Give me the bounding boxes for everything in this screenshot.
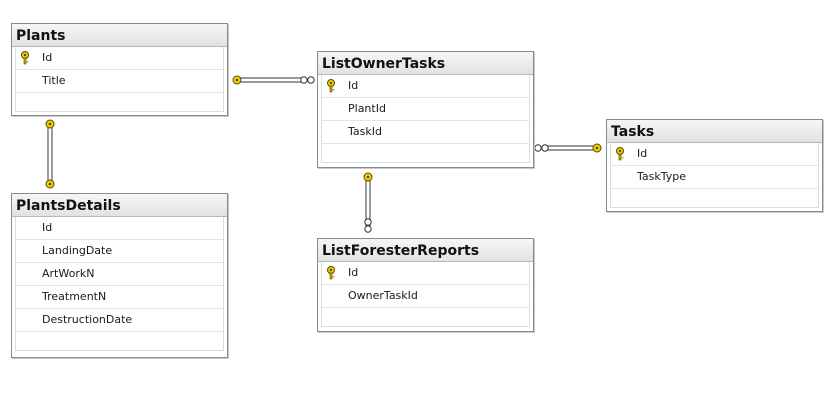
- column-row[interactable]: Id: [16, 217, 223, 240]
- column-list: Id TaskType: [610, 143, 819, 208]
- column-name: Id: [42, 51, 53, 64]
- column-name: LandingDate: [42, 244, 113, 257]
- column-name: OwnerTaskId: [348, 289, 418, 302]
- relationship-plants-plantsdetails[interactable]: [45, 119, 55, 189]
- column-name: DestructionDate: [42, 313, 133, 326]
- table-listownertasks[interactable]: ListOwnerTasks Id PlantId TaskId: [317, 51, 534, 168]
- table-footer: [16, 93, 223, 111]
- table-header: Tasks: [607, 120, 822, 143]
- table-header: Plants: [12, 24, 227, 47]
- column-row[interactable]: TreatmentN: [16, 286, 223, 309]
- column-name: Id: [348, 266, 359, 279]
- column-row[interactable]: Id: [611, 143, 818, 166]
- key-icon: [327, 79, 335, 93]
- table-footer: [16, 332, 223, 350]
- table-header: PlantsDetails: [12, 194, 227, 217]
- column-row[interactable]: Id: [322, 262, 529, 285]
- column-row[interactable]: Id: [16, 47, 223, 70]
- column-row[interactable]: PlantId: [322, 98, 529, 121]
- column-row[interactable]: DestructionDate: [16, 309, 223, 332]
- column-list: Id PlantId TaskId: [321, 75, 530, 163]
- column-row[interactable]: Title: [16, 70, 223, 93]
- key-icon: [21, 51, 29, 65]
- table-footer: [322, 144, 529, 162]
- relationship-tasks-listownertasks[interactable]: [534, 143, 602, 153]
- column-name: TaskType: [637, 170, 687, 183]
- table-title: Tasks: [611, 124, 655, 140]
- table-plantsdetails[interactable]: PlantsDetails Id LandingDate ArtWorkN Tr…: [11, 193, 228, 358]
- column-name: ArtWorkN: [42, 267, 95, 280]
- key-icon: [327, 266, 335, 280]
- column-name: Title: [42, 74, 66, 87]
- column-list: Id OwnerTaskId: [321, 262, 530, 327]
- column-row[interactable]: LandingDate: [16, 240, 223, 263]
- table-title: PlantsDetails: [16, 198, 121, 214]
- column-name: TreatmentN: [42, 290, 107, 303]
- column-name: Id: [637, 147, 648, 160]
- relationship-listownertasks-listforesterreports[interactable]: [363, 172, 373, 233]
- column-row[interactable]: TaskId: [322, 121, 529, 144]
- column-name: TaskId: [348, 125, 382, 138]
- table-plants[interactable]: Plants Id Title: [11, 23, 228, 116]
- table-title: Plants: [16, 28, 66, 44]
- column-row[interactable]: ArtWorkN: [16, 263, 223, 286]
- column-list: Id Title: [15, 47, 224, 112]
- column-list: Id LandingDate ArtWorkN TreatmentN Destr…: [15, 217, 224, 351]
- table-header: ListOwnerTasks: [318, 52, 533, 75]
- column-name: Id: [42, 221, 53, 234]
- table-tasks[interactable]: Tasks Id TaskType: [606, 119, 823, 212]
- table-footer: [611, 189, 818, 207]
- key-icon: [616, 147, 624, 161]
- column-row[interactable]: Id: [322, 75, 529, 98]
- table-listforesterreports[interactable]: ListForesterReports Id OwnerTaskId: [317, 238, 534, 332]
- table-footer: [322, 308, 529, 326]
- table-title: ListOwnerTasks: [322, 56, 446, 72]
- table-title: ListForesterReports: [322, 243, 480, 259]
- table-header: ListForesterReports: [318, 239, 533, 262]
- column-row[interactable]: TaskType: [611, 166, 818, 189]
- column-name: PlantId: [348, 102, 386, 115]
- column-row[interactable]: OwnerTaskId: [322, 285, 529, 308]
- column-name: Id: [348, 79, 359, 92]
- relationship-plants-listownertasks[interactable]: [232, 75, 315, 85]
